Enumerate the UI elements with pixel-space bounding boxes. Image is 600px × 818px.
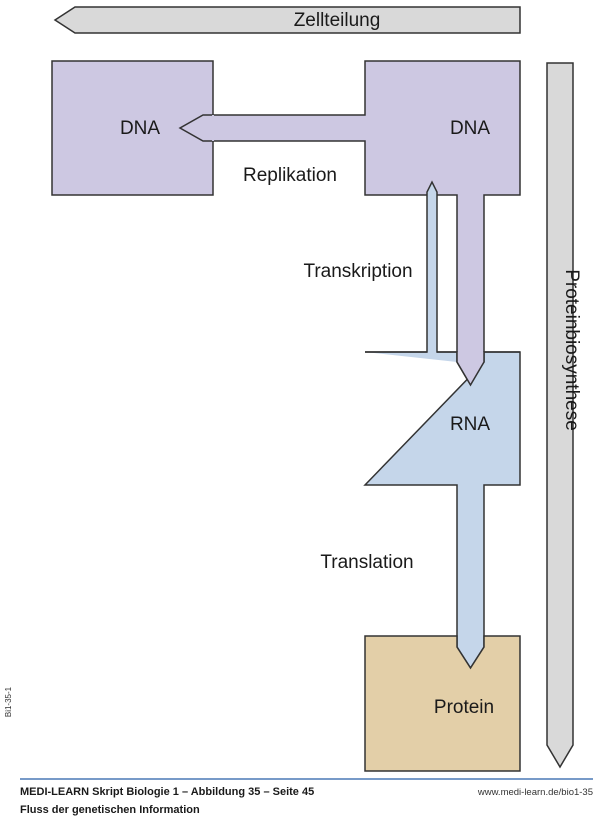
rna-label: RNA bbox=[450, 414, 490, 435]
cell-division-label: Zellteilung bbox=[294, 10, 381, 31]
translation-label: Translation bbox=[320, 552, 413, 573]
rna-box bbox=[363, 180, 521, 670]
replication-label: Replikation bbox=[243, 165, 337, 186]
dna-right-box bbox=[178, 60, 521, 387]
dna-right-label: DNA bbox=[450, 118, 490, 139]
dna-left-label: DNA bbox=[120, 118, 160, 139]
protein-label: Protein bbox=[434, 697, 494, 718]
footer-source: MEDI-LEARN Skript Biologie 1 – Abbildung… bbox=[20, 786, 315, 798]
transcription-label: Transkription bbox=[303, 261, 412, 282]
protein-box bbox=[364, 635, 521, 772]
cell-division-arrow bbox=[53, 6, 521, 34]
figure-code: Bi1-35-1 bbox=[4, 686, 13, 717]
protein-biosynthesis-label: Proteinbiosynthese bbox=[561, 269, 582, 431]
footer-caption: Fluss der genetischen Information bbox=[20, 804, 200, 816]
protein-biosynthesis-arrow bbox=[546, 62, 574, 769]
footer-url[interactable]: www.medi-learn.de/bio1-35 bbox=[477, 787, 593, 798]
